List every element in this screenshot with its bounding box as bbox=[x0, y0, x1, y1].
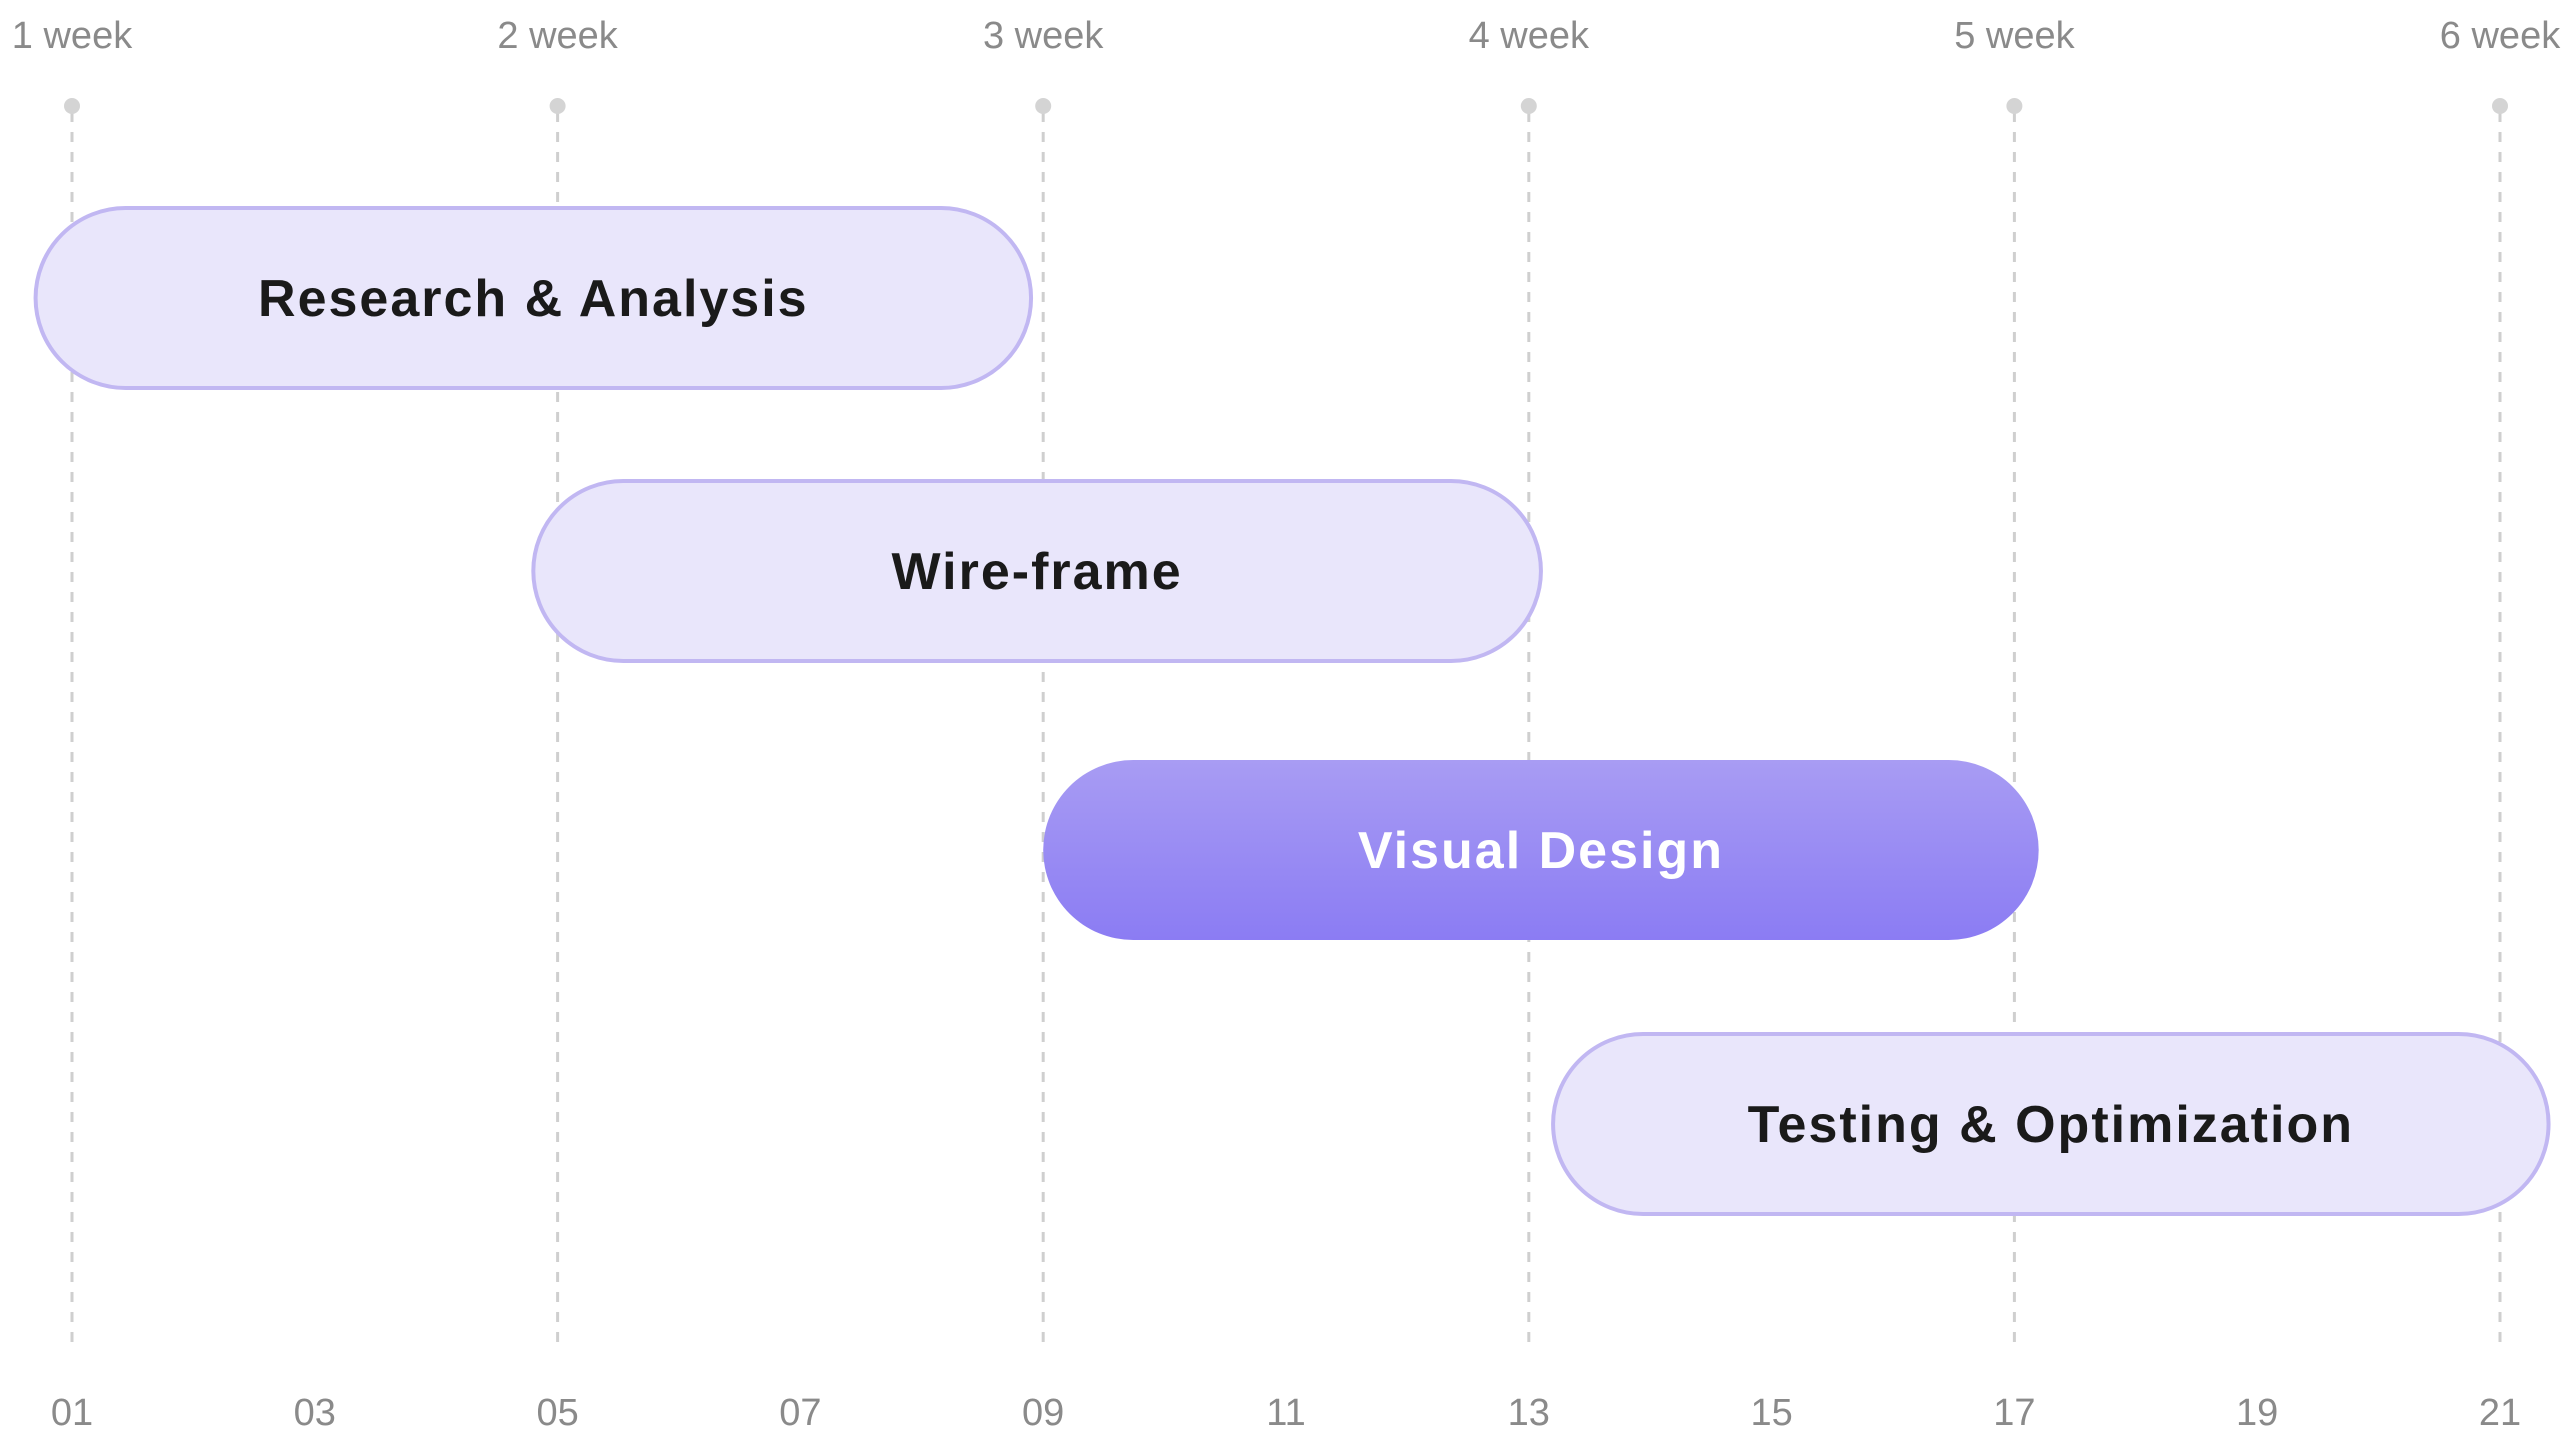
week-marker-dot bbox=[549, 98, 566, 114]
task-bar-highlighted bbox=[1043, 760, 2039, 940]
task-bar-group: Research & Analysis bbox=[33, 206, 1034, 390]
task-bar-group: Wire-frame bbox=[531, 479, 1543, 663]
task-label: Wire-frame bbox=[892, 543, 1183, 601]
task-bar bbox=[33, 206, 1034, 390]
day-tick-label: 13 bbox=[1508, 1392, 1550, 1434]
day-tick-label: 15 bbox=[1750, 1392, 1792, 1434]
task-bar bbox=[531, 479, 1543, 663]
week-marker-dot bbox=[1520, 98, 1537, 114]
day-tick-label: 21 bbox=[2479, 1392, 2521, 1434]
week-axis: 1 week 2 week 3 week 4 week 5 week 6 week bbox=[12, 15, 2561, 114]
week-label: 1 week bbox=[12, 15, 133, 57]
day-tick-label: 11 bbox=[1266, 1392, 1305, 1434]
day-tick-label: 05 bbox=[536, 1392, 578, 1434]
week-label: 2 week bbox=[497, 15, 618, 57]
week-label: 3 week bbox=[983, 15, 1104, 57]
day-tick-label: 03 bbox=[294, 1392, 336, 1434]
day-tick-label: 19 bbox=[2236, 1392, 2278, 1434]
task-bar-group: Visual Design bbox=[1043, 760, 2039, 940]
task-label: Testing & Optimization bbox=[1748, 1096, 2354, 1154]
task-label: Visual Design bbox=[1358, 822, 1724, 880]
task-label: Research & Analysis bbox=[258, 270, 809, 328]
week-label: 6 week bbox=[2440, 15, 2561, 57]
task-bar bbox=[1551, 1032, 2551, 1216]
week-label: 4 week bbox=[1469, 15, 1590, 57]
day-axis: 01 03 05 07 09 11 13 15 17 19 21 bbox=[51, 1392, 2521, 1434]
week-marker-dot bbox=[2006, 98, 2023, 114]
day-tick-label: 17 bbox=[1993, 1392, 2035, 1434]
day-tick-label: 09 bbox=[1022, 1392, 1064, 1434]
week-marker-dot bbox=[2492, 98, 2508, 114]
week-marker-dot bbox=[1035, 98, 1052, 114]
week-marker-dot bbox=[64, 98, 80, 114]
day-tick-label: 01 bbox=[51, 1392, 93, 1434]
week-label: 5 week bbox=[1954, 15, 2075, 57]
day-tick-label: 07 bbox=[779, 1392, 821, 1434]
task-bar-group: Testing & Optimization bbox=[1551, 1032, 2551, 1216]
